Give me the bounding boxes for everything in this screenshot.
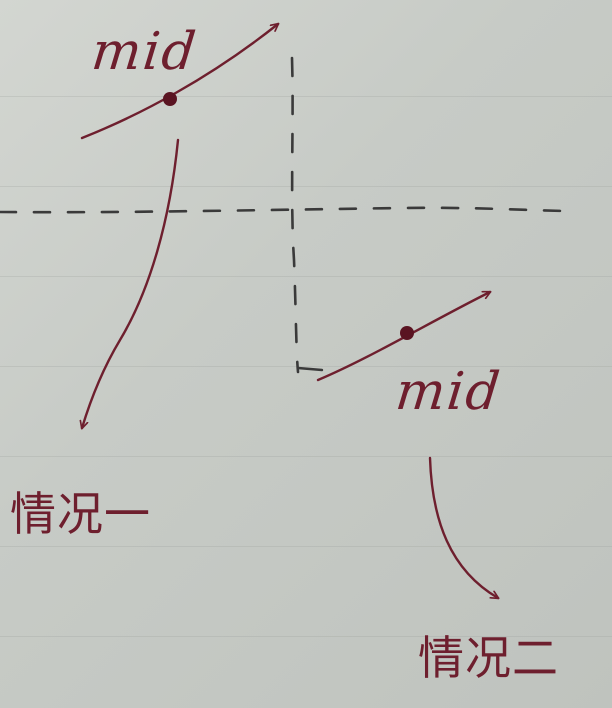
case-two-arrow [428,456,498,598]
mid-label-top: mid [88,22,201,82]
paper-rule [0,186,612,187]
bottom-vector-arrow [316,290,490,382]
paper-rule [0,456,612,457]
paper-rule [0,546,612,547]
case-one-label: 情况一 [10,487,151,541]
case-one-arrow [82,138,180,428]
case-two-label: 情况二 [418,631,559,685]
paper-rule [0,366,612,367]
paper-rule [0,276,612,277]
vertical-dashed-axis [290,56,300,374]
horizontal-dashed-axis [0,206,567,214]
mid-label-bottom: mid [392,362,505,422]
top-mid-point [163,92,177,106]
top-vector-arrow [80,24,278,140]
paper-rule [0,636,612,637]
vertical-axis-hook [296,366,324,372]
paper-rule [0,96,612,97]
bottom-mid-point [400,326,414,340]
